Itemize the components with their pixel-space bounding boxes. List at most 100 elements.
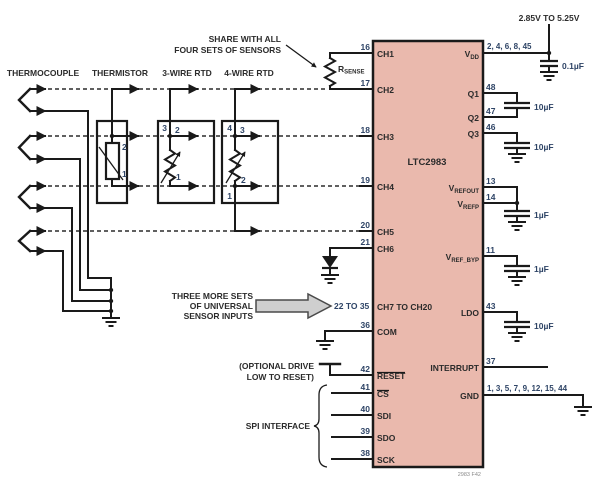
- pin-num-47: 47: [486, 106, 496, 116]
- pin-num-17: 17: [361, 78, 371, 88]
- rsense-label: RSENSE: [338, 64, 364, 76]
- thermocouples: [17, 84, 120, 327]
- chip: LTC2983 CH1 CH2 CH3 CH4 CH5 CH6 CH7 TO C…: [371, 39, 485, 469]
- tc3-return-wire: [44, 207, 112, 302]
- spi-interface: SPI INTERFACE: [246, 384, 374, 468]
- pin-label-sck: SCK: [377, 455, 396, 465]
- reset-input: (OPTIONAL DRIVE LOW TO RESET): [239, 361, 374, 382]
- more-note-line3: SENSOR INPUTS: [184, 311, 254, 321]
- thermistor-pin2: 2: [122, 142, 127, 152]
- spi-interface-label: SPI INTERFACE: [246, 421, 311, 431]
- reset-note-line2: LOW TO RESET): [247, 372, 315, 382]
- ldo-cap: 43 10µF: [482, 301, 554, 342]
- pin-num-22-35: 22 TO 35: [334, 301, 370, 311]
- pin-num-gnd: 1, 3, 5, 7, 9, 12, 15, 44: [487, 384, 568, 393]
- pin-label-sdo: SDO: [377, 433, 396, 443]
- pin-label-ch2: CH2: [377, 85, 394, 95]
- pin-label-com: COM: [377, 327, 397, 337]
- more-note-line2: OF UNIVERSAL: [190, 301, 253, 311]
- ground-symbol-com: [316, 340, 334, 350]
- vref-cap: 13 14 1µF: [482, 176, 549, 231]
- thermistor-diagonal: [98, 146, 124, 181]
- pin-num-36: 36: [361, 320, 371, 330]
- gnd-pin: 1, 3, 5, 7, 9, 12, 15, 44: [482, 384, 592, 416]
- thermocouple-symbol-3: [17, 184, 32, 210]
- vdd-supply: 2.85V TO 5.25V 2, 4, 6, 8, 45 0.1µF: [482, 13, 584, 81]
- thermistor-sensor: 2 1: [95, 88, 129, 205]
- pin-num-16: 16: [361, 42, 371, 52]
- ldo-cap-value: 10µF: [534, 321, 554, 331]
- ground-symbol-q3: [508, 153, 526, 163]
- rtd3-header: 3-WIRE RTD: [162, 68, 212, 78]
- ground-symbol-vrefbyp: [508, 276, 526, 286]
- ground-symbol-thermocouples: [102, 317, 120, 327]
- pin-num-38: 38: [361, 448, 371, 458]
- thermistor-header: THERMISTOR: [92, 68, 148, 78]
- pin-label-interrupt: INTERRUPT: [430, 363, 479, 373]
- reset-note-line1: (OPTIONAL DRIVE: [239, 361, 314, 371]
- share-note: SHARE WITH ALL FOUR SETS OF SENSORS: [174, 34, 317, 68]
- vref-cap-value: 1µF: [534, 210, 549, 220]
- sensor-headers: THERMOCOUPLE THERMISTOR 3-WIRE RTD 4-WIR…: [7, 68, 274, 78]
- figure-reference: 2983 F42: [458, 472, 481, 478]
- pin-label-ch5: CH5: [377, 227, 394, 237]
- pin-num-14: 14: [486, 192, 496, 202]
- q3-cap-value: 10µF: [534, 142, 554, 152]
- channel-bus-rows: [48, 84, 374, 236]
- pin-num-21: 21: [361, 237, 371, 247]
- rtd3-resistor: [163, 148, 177, 183]
- tc4-return-wire: [44, 250, 112, 312]
- pin-label-ch7-ch20: CH7 TO CH20: [377, 302, 432, 312]
- ground-symbol-gnd: [574, 406, 592, 416]
- share-note-line2: FOUR SETS OF SENSORS: [174, 45, 281, 55]
- pin-label-q3: Q3: [468, 129, 480, 139]
- supply-range-label: 2.85V TO 5.25V: [519, 13, 580, 23]
- pin-label-ch6: CH6: [377, 244, 394, 254]
- vdd-cap-value: 0.1µF: [562, 61, 584, 71]
- pin-num-43: 43: [486, 301, 496, 311]
- pin-num-vdd: 2, 4, 6, 8, 45: [487, 42, 532, 51]
- pin-label-ch3: CH3: [377, 132, 394, 142]
- pin-num-46: 46: [486, 122, 496, 132]
- thermocouple-symbol-1: [17, 87, 32, 113]
- pin-label-sdi: SDI: [377, 411, 391, 421]
- rtd3-pin3: 3: [162, 123, 167, 133]
- block-arrow-icon: [255, 292, 333, 320]
- rtd4-box: [220, 119, 280, 205]
- q3-cap: 46 10µF: [482, 122, 554, 163]
- tc1-return-wire: [44, 110, 112, 279]
- more-note-line1: THREE MORE SETS: [172, 291, 254, 301]
- ground-symbol-vref: [508, 221, 526, 231]
- com-ground: [316, 330, 374, 350]
- spi-brace: [313, 384, 328, 468]
- pin-label-ldo: LDO: [461, 308, 479, 318]
- rtd4-sensor: 4 3 2 1: [220, 88, 280, 232]
- pin-label-q1: Q1: [468, 89, 480, 99]
- tc2-return-wire: [44, 158, 112, 291]
- pin-label-reset: RESET: [377, 371, 406, 381]
- pin-label-q2: Q2: [468, 113, 480, 123]
- pin-label-vrefbyp: VREF_BYP: [446, 252, 479, 264]
- diode-icon: [322, 256, 338, 268]
- ground-symbol-vdd: [540, 71, 558, 81]
- chip-name: LTC2983: [408, 157, 447, 168]
- rtd3-variable-arrow: [160, 151, 181, 184]
- left-pin-numbers: 16 17 18 19 20 21 22 TO 35 36 42 41 40 3…: [334, 42, 370, 458]
- share-note-pointer: [285, 44, 317, 68]
- pin-num-40: 40: [361, 404, 371, 414]
- rtd4-pin2: 2: [241, 175, 246, 185]
- thermistor-element: [104, 141, 121, 181]
- pin-label-ch4: CH4: [377, 182, 394, 192]
- rtd3-pin2: 2: [175, 125, 180, 135]
- rtd4-pin4: 4: [227, 123, 232, 133]
- pin-num-20: 20: [361, 220, 371, 230]
- ground-symbol-ldo: [508, 332, 526, 342]
- ch6-diode: [321, 247, 374, 284]
- rtd4-header: 4-WIRE RTD: [224, 68, 274, 78]
- vrefbyp-cap-value: 1µF: [534, 264, 549, 274]
- q1-q2-cap: 48 47 10µF: [482, 82, 554, 118]
- ground-symbol-ch6: [321, 274, 339, 284]
- rtd4-pin1: 1: [227, 191, 232, 201]
